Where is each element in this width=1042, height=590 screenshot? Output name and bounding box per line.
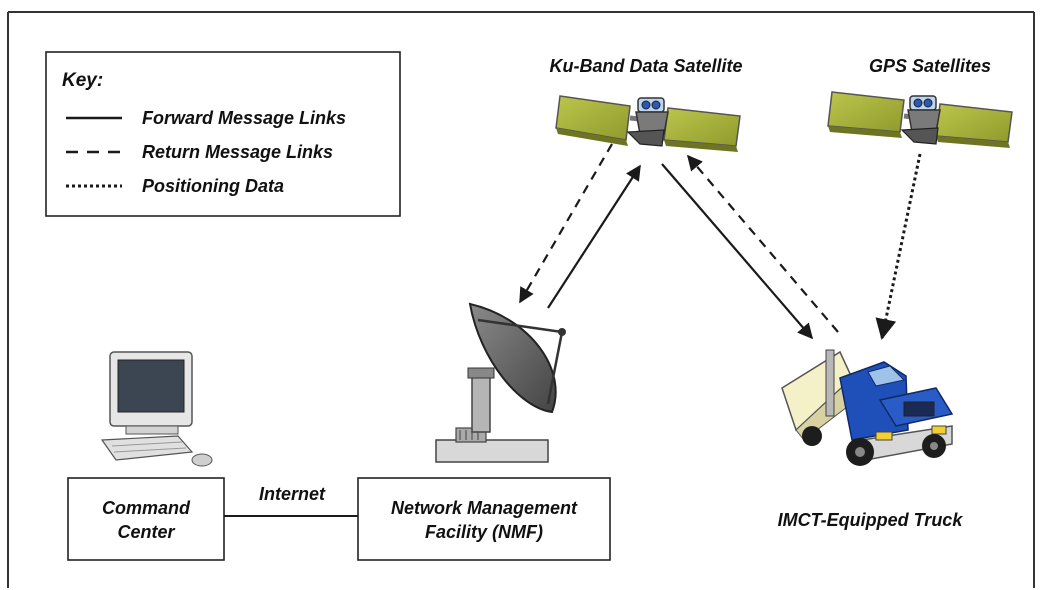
nmf-satellite-links (519, 143, 641, 309)
legend-forward-label: Forward Message Links (142, 108, 346, 128)
nmf-label-line1: Network Management (391, 498, 578, 518)
diagram-frame (7, 11, 1035, 588)
nmf-label-line2: Facility (NMF) (425, 522, 543, 542)
gps-satellite-icon (827, 91, 1013, 148)
command-center-label-line2: Center (117, 522, 175, 542)
forward-link-satellite-to-truck (661, 163, 814, 340)
satellite-truck-links (661, 154, 839, 340)
satellite-dish-icon (435, 302, 566, 463)
gps-satellites: GPS Satellites (827, 56, 1013, 148)
legend-title: Key: (62, 70, 103, 91)
return-link-satellite-to-nmf (519, 143, 613, 304)
positioning-link-gps-to-truck (875, 153, 922, 341)
ku-band-satellite: Ku-Band Data Satellite (549, 56, 743, 152)
internet-link: Internet (224, 484, 358, 517)
truck-icon (781, 349, 954, 466)
internet-label: Internet (259, 484, 326, 504)
ku-satellite-icon (555, 95, 741, 152)
return-link-truck-to-satellite (687, 154, 839, 333)
command-center-label-line1: Command (102, 498, 191, 518)
forward-link-nmf-to-satellite (547, 164, 641, 309)
legend-return-label: Return Message Links (142, 142, 333, 162)
nmf-box: Network Management Facility (NMF) (357, 477, 611, 561)
legend-box: Key: Forward Message Links Return Messag… (45, 51, 401, 217)
truck-label: IMCT-Equipped Truck (778, 510, 964, 530)
legend-positioning-label: Positioning Data (142, 176, 284, 196)
command-center-box: Command Center (67, 477, 225, 561)
ku-satellite-label: Ku-Band Data Satellite (549, 56, 742, 76)
gps-satellites-label: GPS Satellites (869, 56, 991, 76)
computer-icon (100, 351, 213, 467)
